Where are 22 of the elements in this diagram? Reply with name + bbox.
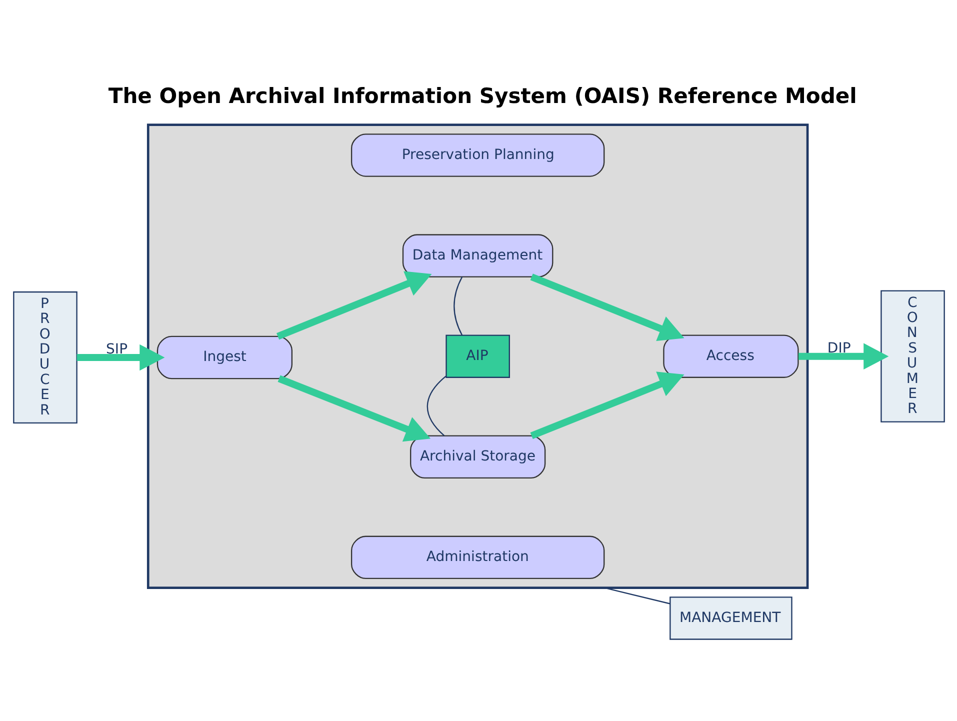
connector [453, 276, 462, 335]
node-box: Archival Storage [410, 434, 546, 478]
node-box: Ingest [156, 335, 292, 379]
arrow [277, 374, 430, 442]
node-box: Access [662, 334, 798, 378]
arrow [530, 371, 684, 439]
node-box: AIP [445, 334, 510, 378]
arrow [76, 344, 164, 370]
cluster [146, 123, 808, 588]
node-box: Administration [350, 535, 604, 579]
arrow [530, 273, 684, 340]
node-box: CONSUMER [880, 290, 944, 422]
node-box: Preservation Planning [350, 133, 604, 176]
node-box: Data Management [402, 234, 553, 277]
diagram-title: The Open Archival Information System (OAIS) Reference Model [108, 82, 856, 108]
edge-label: SIP [106, 341, 128, 358]
connector [426, 375, 446, 436]
node-box: PRODUCER [12, 290, 77, 424]
arrow [276, 270, 432, 340]
node-box: MANAGEMENT [669, 596, 792, 640]
arrow [798, 342, 888, 369]
edge-label: DIP [826, 340, 850, 356]
